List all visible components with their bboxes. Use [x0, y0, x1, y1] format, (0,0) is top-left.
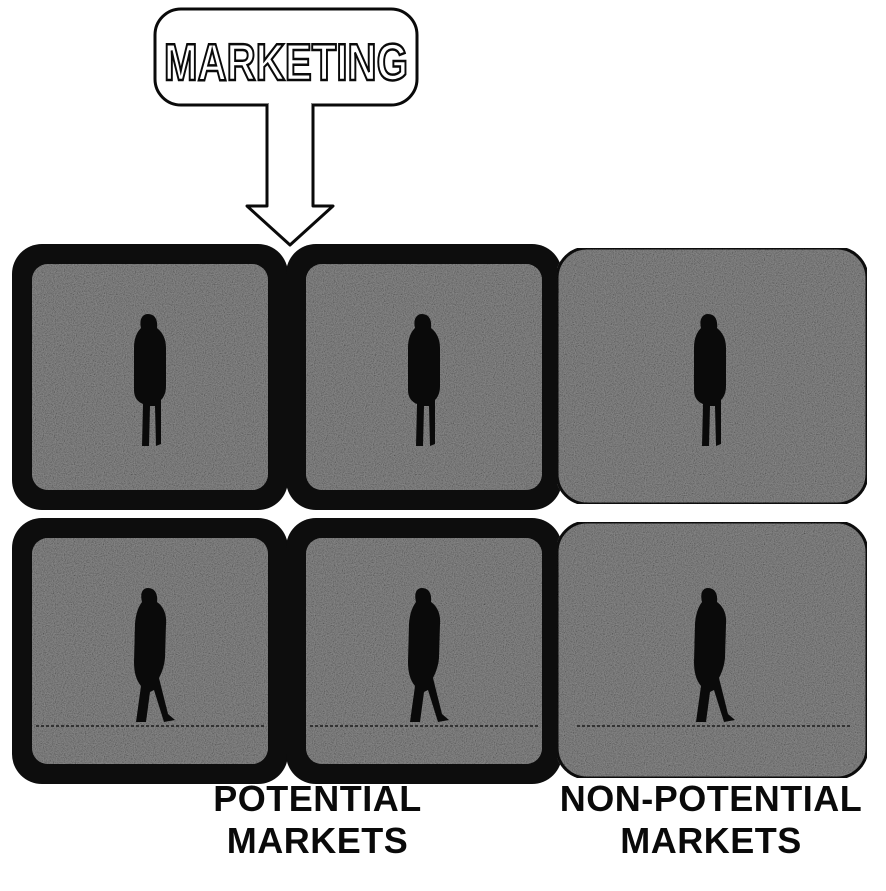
callout-arrow — [245, 104, 335, 247]
market-tile-potential-r1c1 — [12, 244, 288, 510]
market-tile-non-potential-r2c3 — [555, 520, 869, 780]
market-tile-potential-r2c2 — [286, 518, 562, 784]
callout-label: MARKETING — [164, 34, 408, 92]
caption-nonpotential-line2: MARKETS — [620, 820, 802, 861]
market-tile-potential-r1c2 — [286, 244, 562, 510]
caption-potential-line1: POTENTIAL — [213, 778, 422, 819]
market-grid — [12, 244, 869, 784]
caption-non-potential-markets: NON-POTENTIAL MARKETS — [536, 778, 886, 862]
caption-potential-line2: MARKETS — [226, 820, 409, 861]
market-tile-non-potential-r1c3 — [555, 246, 869, 506]
market-tile-potential-r2c1 — [12, 518, 288, 784]
caption-potential-markets: POTENTIAL MARKETS — [185, 778, 450, 862]
marketing-callout: MARKETING — [153, 7, 419, 247]
caption-nonpotential-line1: NON-POTENTIAL — [559, 778, 863, 819]
